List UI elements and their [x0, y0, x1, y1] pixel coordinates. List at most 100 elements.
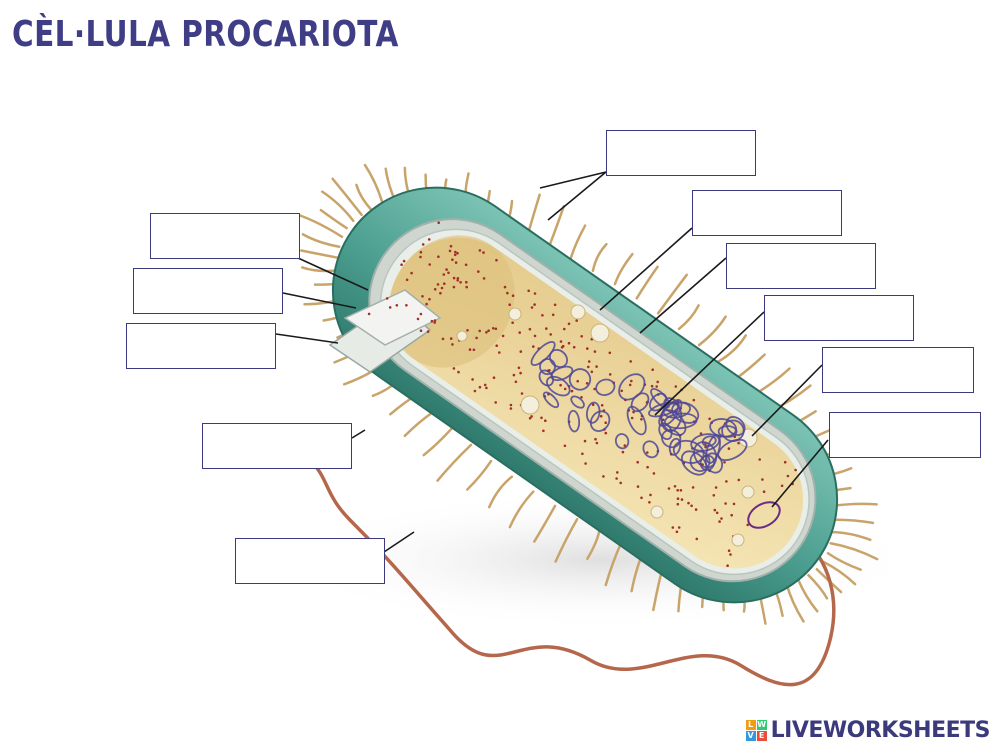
dna-loop	[660, 402, 683, 433]
ribosome	[449, 337, 453, 340]
ribosome	[590, 370, 594, 374]
ribosome	[729, 553, 732, 556]
ribosome	[691, 486, 695, 489]
answer-box-right-2[interactable]	[764, 295, 914, 341]
ribosome	[464, 263, 468, 267]
answer-box-left-1[interactable]	[150, 213, 300, 259]
answer-box-left-4[interactable]	[202, 423, 352, 469]
ribosome	[621, 450, 625, 454]
ribosome	[498, 351, 501, 354]
ribosome	[492, 376, 496, 380]
pilus	[547, 204, 566, 249]
ribosome	[437, 255, 440, 258]
ribosome	[477, 270, 480, 273]
ribosome	[690, 504, 693, 508]
ribosome	[544, 419, 547, 423]
ribosome	[783, 460, 787, 464]
answer-box-top-1[interactable]	[606, 130, 756, 176]
ribosome	[487, 329, 490, 333]
dna-loop	[542, 391, 560, 409]
ribosome	[519, 350, 523, 353]
pilus	[591, 242, 608, 273]
logo-letter: W	[756, 719, 767, 730]
ribosome	[527, 289, 530, 293]
ribosome	[454, 250, 457, 254]
ribosome	[599, 414, 603, 418]
ribosome	[567, 341, 571, 345]
ribosome	[553, 303, 557, 307]
answer-box-left-5[interactable]	[235, 538, 385, 584]
dna-loop	[530, 340, 556, 367]
ribosome	[439, 291, 442, 295]
ribosome	[636, 460, 639, 464]
ribosome	[671, 526, 675, 529]
ribosome	[559, 340, 563, 343]
ribosome	[533, 303, 536, 306]
dna-loop	[585, 401, 601, 424]
ribosome	[428, 263, 432, 266]
pilus	[403, 410, 436, 438]
ribosome	[619, 481, 622, 485]
ribosome	[421, 295, 424, 298]
answer-box-right-4[interactable]	[829, 412, 981, 458]
ribosome	[451, 258, 454, 262]
answer-box-right-1[interactable]	[726, 243, 876, 289]
ribosome	[586, 347, 589, 350]
answer-box-top-2[interactable]	[692, 190, 842, 236]
inclusion-bodies	[456, 304, 758, 547]
ribosome	[629, 360, 632, 363]
ribosome	[530, 415, 533, 418]
ribosome	[561, 344, 565, 348]
dna-loop	[618, 373, 646, 401]
ribosome	[549, 333, 552, 336]
ribosome	[563, 327, 566, 331]
answer-box-right-3[interactable]	[822, 347, 974, 393]
ribosome	[465, 285, 469, 289]
ribosome	[433, 319, 437, 322]
ribosome	[674, 385, 678, 388]
ribosome	[530, 306, 534, 309]
ribosome	[575, 319, 578, 322]
ribosome	[628, 383, 632, 387]
pilus	[830, 530, 872, 542]
liveworksheets-logo-icon: L W V E	[745, 719, 767, 741]
ribosome	[679, 489, 683, 492]
ribosome	[604, 421, 607, 425]
cell-wall-flap	[343, 289, 442, 346]
ribosome	[727, 549, 731, 552]
ribosome	[448, 249, 452, 253]
logo-letter: L	[745, 719, 756, 730]
dna-loop	[717, 425, 738, 438]
ribosome	[585, 382, 589, 385]
ribosome	[485, 386, 488, 390]
answer-box-left-2[interactable]	[133, 268, 283, 314]
ribosome	[652, 472, 656, 475]
ribosome	[708, 417, 711, 421]
ribosome	[620, 389, 623, 393]
ribosome	[441, 337, 445, 341]
liveworksheets-logo: L W V E LIVEWORKSHEETS	[745, 715, 991, 745]
pilus	[331, 177, 363, 217]
ribosome	[720, 517, 723, 520]
page-title: CÈL·LULA PROCARIOTA	[12, 14, 399, 55]
dna-loop	[701, 435, 717, 447]
pilus	[826, 551, 862, 571]
ribosome	[572, 345, 576, 349]
answer-box-left-3[interactable]	[126, 323, 276, 369]
ribosome	[661, 418, 665, 422]
ribosome	[732, 502, 736, 506]
dna-loop	[668, 437, 682, 456]
ribosome	[385, 297, 389, 300]
pilus	[613, 252, 634, 286]
pilus	[734, 353, 766, 380]
pili-group	[298, 163, 879, 625]
ribosome	[410, 271, 413, 275]
dna-loop	[721, 419, 745, 443]
pilus	[822, 560, 857, 586]
ribosome	[640, 418, 643, 421]
ribosome	[402, 259, 406, 263]
ribosome	[509, 403, 513, 407]
ribosome	[475, 336, 478, 340]
dna-loop	[681, 450, 708, 476]
